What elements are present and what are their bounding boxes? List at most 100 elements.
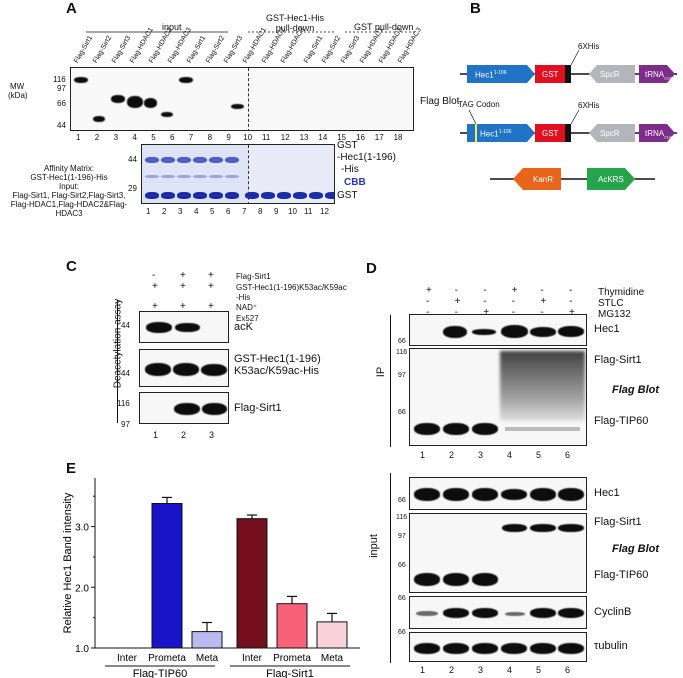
lane-number-a-top-14: 14 bbox=[318, 133, 328, 142]
group-gst-label: GST pull-down bbox=[354, 22, 414, 32]
mw-44: 44 bbox=[57, 121, 66, 130]
c-condition-label-3: NAD⁺ bbox=[236, 303, 258, 312]
input-hec1-label: Hec1 bbox=[594, 487, 620, 499]
cbb-band-gst-3 bbox=[177, 192, 191, 199]
input-flag-blot bbox=[409, 513, 587, 593]
ack-label: acK bbox=[234, 321, 253, 333]
cbb-band-gst-4 bbox=[193, 192, 207, 199]
d-condition-mark-2-5: + bbox=[569, 307, 575, 318]
lane-number-a-top-16: 16 bbox=[356, 133, 365, 142]
d-ip-mw-66: 66 bbox=[398, 409, 406, 416]
cbb-band-gst-1 bbox=[145, 192, 159, 199]
spcr-label-2: SpcR bbox=[600, 129, 620, 138]
bar-1 bbox=[151, 503, 183, 649]
d-condition-label-1: STLC bbox=[598, 298, 624, 309]
d-condition-mark-0-1: - bbox=[454, 285, 458, 296]
lane-number-a-bottom-6: 6 bbox=[226, 207, 231, 216]
cbb-band-minor-2 bbox=[161, 175, 175, 178]
x-tick-label-1: Prometa bbox=[148, 653, 186, 664]
d-lane-bottom-1: 1 bbox=[420, 665, 426, 675]
c-condition-mark-3-2: + bbox=[208, 301, 214, 312]
group-label-0: Flag-TIP60 bbox=[133, 668, 187, 678]
d-condition-mark-2-2: + bbox=[483, 307, 490, 318]
x-tick-label-3: Inter bbox=[242, 653, 263, 664]
cbb-gel bbox=[141, 144, 335, 204]
cbb-right-his: -His bbox=[341, 164, 359, 175]
lane-number-a-bottom-9: 9 bbox=[274, 207, 279, 216]
bar-5 bbox=[316, 621, 348, 649]
panel-a-brackets bbox=[86, 31, 415, 33]
hec1-label-1: Hec11-196 bbox=[475, 70, 507, 80]
c-mw-44-b: 44 bbox=[121, 369, 130, 378]
input-hec1-blot bbox=[409, 477, 587, 510]
cbb-band-minor-3 bbox=[177, 175, 191, 178]
lane-number-a-bottom-12: 12 bbox=[320, 207, 329, 216]
lane-number-a-top-5: 5 bbox=[151, 133, 156, 142]
mw-66: 66 bbox=[57, 99, 66, 108]
c-condition-mark-1-1: + bbox=[180, 281, 186, 292]
cyclinb-label: CyclinB bbox=[594, 606, 632, 618]
d-condition-mark-1-5: - bbox=[569, 296, 573, 307]
c-condition-mark-0-2: + bbox=[208, 270, 214, 281]
x-tick-label-4: Prometa bbox=[273, 653, 311, 664]
d-condition-mark-0-0: + bbox=[426, 285, 432, 296]
lane-number-a-top-17: 17 bbox=[374, 133, 384, 142]
group-label-1: Flag-Sirt1 bbox=[266, 668, 314, 678]
d-in-cyclin-mw: 66 bbox=[398, 595, 406, 602]
ip-hec1-blot bbox=[409, 314, 587, 346]
c-condition-mark-3-0: + bbox=[152, 301, 158, 312]
d-condition-mark-1-4: + bbox=[540, 296, 547, 307]
c-condition-mark-0-0: - bbox=[152, 270, 156, 281]
lane-number-a-top-15: 15 bbox=[337, 133, 347, 142]
mw-116: 116 bbox=[53, 75, 66, 84]
bar-3 bbox=[236, 518, 268, 649]
y-tick-label-0: 1.0 bbox=[75, 644, 89, 655]
c-condition-label-0: Flag-Sirt1 bbox=[236, 272, 271, 281]
c-condition-label-4: Ex527 bbox=[236, 314, 259, 323]
d-in-mw-116: 116 bbox=[396, 514, 408, 521]
tubulin-blot bbox=[409, 632, 587, 662]
d-condition-mark-2-0: - bbox=[426, 307, 430, 318]
ip-flag-blot-label: Flag Blot bbox=[612, 384, 660, 396]
d-condition-mark-1-0: - bbox=[426, 296, 430, 307]
c-condition-mark-0-1: + bbox=[180, 270, 186, 281]
cbb-band-minor-1 bbox=[145, 175, 159, 178]
cbb-band-hec1-3 bbox=[177, 157, 191, 163]
d-ip-mw-97: 97 bbox=[398, 372, 406, 379]
cbb-right-gst: GST bbox=[337, 140, 358, 151]
lane-number-a-bottom-5: 5 bbox=[210, 207, 215, 216]
flag-sirt1-label-c: Flag-Sirt1 bbox=[234, 402, 282, 414]
d-condition-mark-1-3: - bbox=[511, 296, 516, 307]
lane-number-a-bottom-4: 4 bbox=[194, 207, 199, 216]
deacetylation-assay-label: Deacetylation assay bbox=[112, 298, 124, 389]
d-condition-mark-2-1: - bbox=[454, 307, 458, 318]
panel-d-label: D bbox=[366, 260, 377, 277]
lane-number-a-top-18: 18 bbox=[393, 133, 403, 142]
input-sirt1-label: Flag-Sirt1 bbox=[594, 516, 642, 528]
ip-label: IP bbox=[375, 366, 388, 378]
c-condition-mark-3-1: + bbox=[180, 301, 186, 312]
d-condition-mark-0-2: - bbox=[483, 285, 487, 296]
cbb-band-gst-2 bbox=[161, 192, 175, 199]
lane-number-a-bottom-2: 2 bbox=[162, 207, 167, 216]
group-input-label: input bbox=[162, 22, 182, 32]
cbb-right-gst2: GST bbox=[337, 190, 358, 201]
d-in-tub-mw: 66 bbox=[398, 629, 406, 636]
cbb-band-gst-7 bbox=[245, 192, 259, 199]
c-mw-44-a: 44 bbox=[121, 321, 130, 330]
cbb-band-hec1-4 bbox=[193, 157, 207, 163]
d-condition-mark-0-3: + bbox=[511, 285, 518, 296]
tubulin-label: τubulin bbox=[594, 640, 628, 652]
gst-hec1-label: GST-Hec1(1-196) K53ac/K59ac-His bbox=[234, 353, 321, 377]
cbb-band-minor-6 bbox=[225, 175, 239, 178]
lane-number-a-top-4: 4 bbox=[132, 133, 137, 142]
cbb-band-gst-10 bbox=[293, 192, 307, 199]
lane-number-a-bottom-1: 1 bbox=[146, 207, 151, 216]
d-condition-mark-2-3: - bbox=[511, 307, 516, 318]
d-lane-bottom-4: 4 bbox=[507, 665, 513, 675]
lane-number-a-top-11: 11 bbox=[262, 133, 271, 142]
d-condition-label-2: MG132 bbox=[598, 309, 631, 320]
lane-number-a-top-7: 7 bbox=[188, 133, 194, 142]
d-lane-top-4: 4 bbox=[507, 450, 513, 460]
